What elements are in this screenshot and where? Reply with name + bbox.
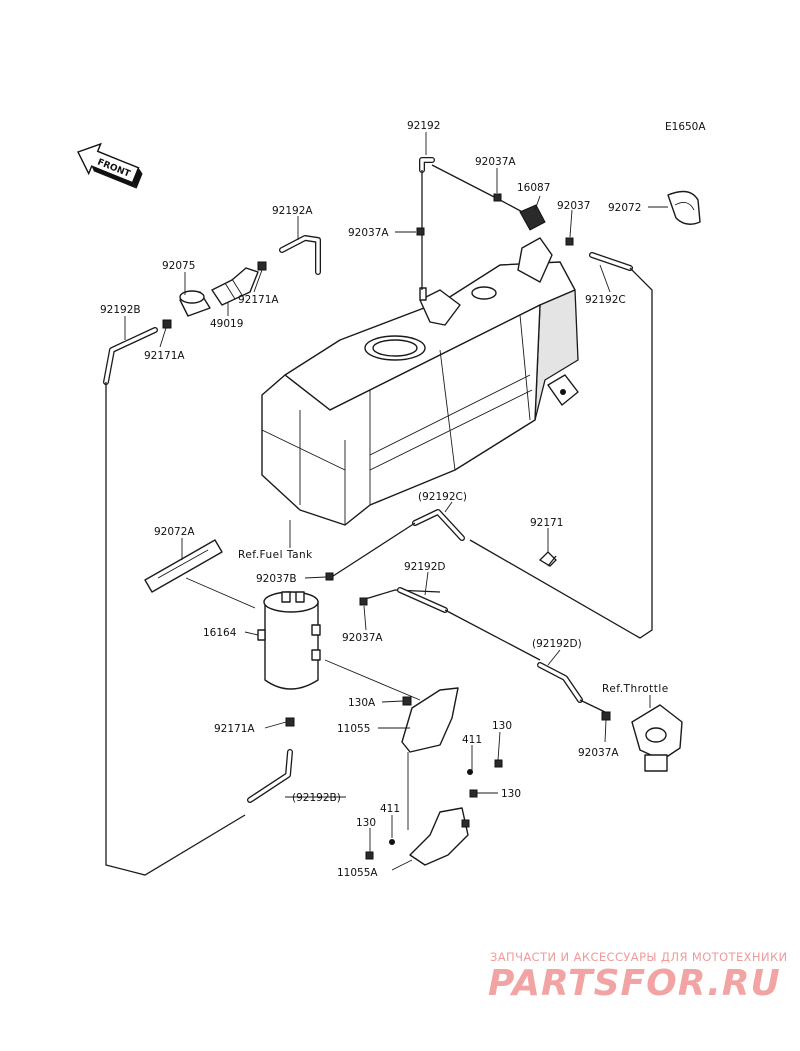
label-16087: 16087 [517,182,550,194]
label-92192D: 92192D [404,561,446,573]
label-130-b: 130 [501,788,521,800]
label-92037A-left: 92037A [348,227,389,239]
ref-fuel-tank: Ref.Fuel Tank [238,549,313,561]
label-16164: 16164 [203,627,237,639]
label-92037A-top: 92037A [475,156,516,168]
watermark-brand: PARTSFOR.RU [488,963,781,1004]
ref-throttle: Ref.Throttle [602,683,669,695]
label-92192C-paren: (92192C) [418,491,467,503]
canister-16164 [257,572,421,727]
throttle-body [601,704,683,772]
front-arrow-icon: FRONT [77,142,143,189]
label-92037B: 92037B [256,573,297,585]
label-411-b: 411 [380,803,400,815]
label-130-a: 130 [492,720,512,732]
label-92075: 92075 [162,260,195,272]
label-92192B-paren: (92192B) [292,792,341,804]
check-valve-16087 [416,193,574,246]
label-92171: 92171 [530,517,563,529]
label-411-a: 411 [462,734,482,746]
band-clamp-92072 [667,190,701,225]
label-92192B-top: 92192B [100,304,141,316]
label-92037-top: 92037 [557,200,590,212]
label-92072A: 92072A [154,526,195,538]
fuel-tank [261,237,579,526]
label-11055: 11055 [337,723,370,735]
strap-92072A [144,539,256,609]
label-130A: 130A [348,697,376,709]
leader-lines [124,132,668,871]
bracket-11055A [365,759,503,866]
label-92171A-low: 92171A [214,723,255,735]
label-92171A-top: 92171A [238,294,279,306]
label-11055A: 11055A [337,867,378,879]
label-92192D-paren: (92192D) [532,638,582,650]
bracket-11055 [401,687,459,830]
watermark-logo: ЗАПЧАСТИ И АКСЕССУАРЫ ДЛЯ МОТОТЕХНИКИ PA… [488,950,788,1004]
label-92072: 92072 [608,202,641,214]
label-92171A-left: 92171A [144,350,185,362]
clip-92171 [538,551,557,567]
label-130-c: 130 [356,817,376,829]
label-92192: 92192 [407,120,440,132]
fuel-filter [162,261,267,329]
label-92037A-right: 92037A [578,747,619,759]
diagram-code: E1650A [665,121,706,133]
label-92192A: 92192A [272,205,313,217]
part-labels: 92192 92037A 16087 92037 92072 92192A 92… [100,120,669,879]
label-92037A-mid: 92037A [342,632,383,644]
watermark-tagline: ЗАПЧАСТИ И АКСЕССУАРЫ ДЛЯ МОТОТЕХНИКИ [490,950,788,964]
label-92192C-right: 92192C [585,294,626,306]
label-49019: 49019 [210,318,243,330]
